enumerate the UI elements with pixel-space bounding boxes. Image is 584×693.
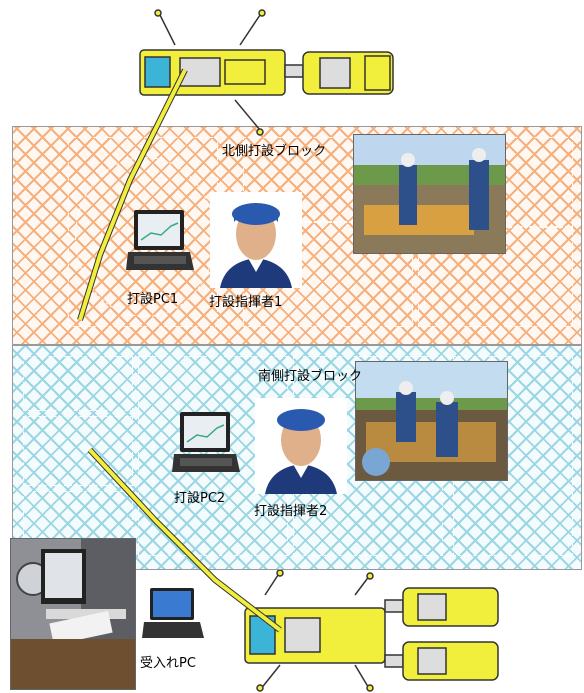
boom-north bbox=[77, 68, 188, 321]
south-block-label: 南側打設ブロック bbox=[258, 369, 363, 384]
receiving-pc-label: 受入れPC bbox=[140, 656, 196, 671]
room-outline bbox=[23, 416, 133, 486]
supervisor2-label: 打設指揮者2 bbox=[254, 504, 328, 519]
pc2-label: 打設PC2 bbox=[174, 491, 226, 506]
supervisor-portrait bbox=[210, 192, 302, 288]
room-outline bbox=[23, 356, 133, 411]
site-photo bbox=[355, 361, 508, 481]
laptop-icon bbox=[142, 588, 204, 638]
north-block-label: 北側打設ブロック bbox=[222, 144, 327, 159]
laptop-icon bbox=[172, 412, 240, 472]
pump-truck-south bbox=[244, 570, 499, 692]
pc1-label: 打設PC1 bbox=[127, 292, 179, 307]
office-photo bbox=[10, 538, 136, 690]
boom-south bbox=[87, 447, 282, 633]
supervisor1-label: 打設指揮者1 bbox=[209, 295, 283, 310]
site-photo bbox=[353, 134, 506, 254]
supervisor-portrait bbox=[255, 398, 347, 494]
laptop-icon bbox=[126, 210, 194, 270]
